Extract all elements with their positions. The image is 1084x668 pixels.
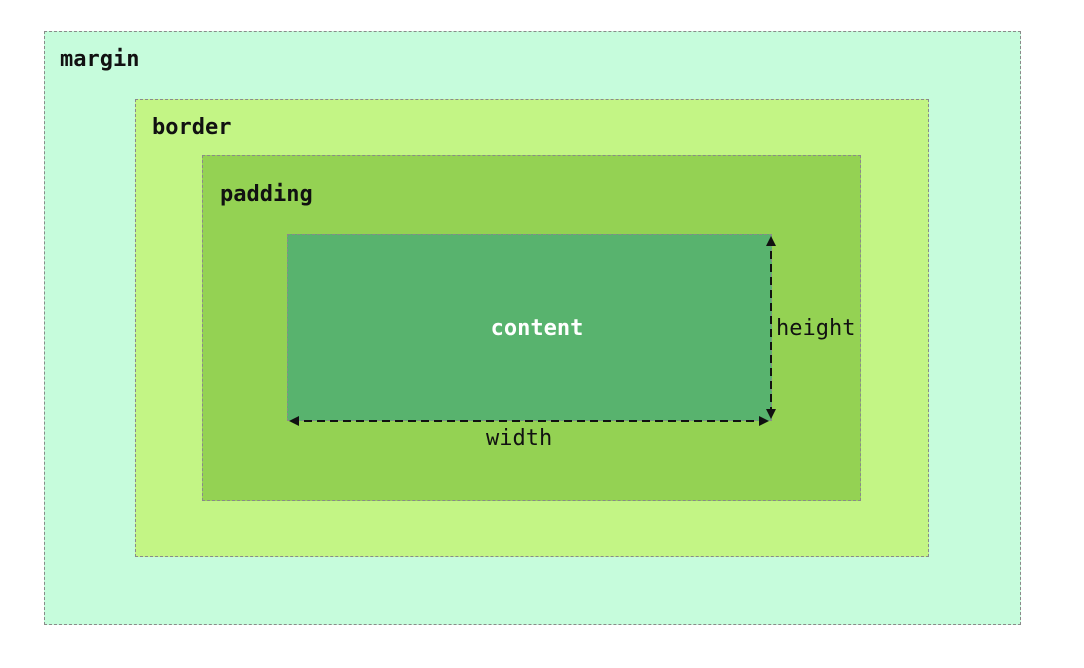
padding-label: padding (220, 182, 313, 207)
margin-label: margin (60, 47, 140, 72)
border-label: border (152, 115, 232, 140)
height-label: height (776, 316, 856, 341)
content-box (287, 234, 772, 421)
width-label: width (486, 426, 553, 451)
content-label: content (490, 316, 584, 341)
